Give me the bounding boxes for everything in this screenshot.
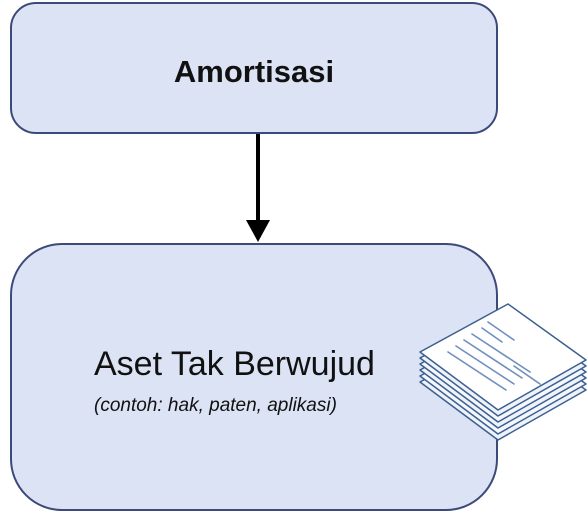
aset-example-text: (contoh: hak, paten, aplikasi) — [94, 395, 337, 416]
aset-tak-berwujud-box: Aset Tak Berwujud (contoh: hak, paten, a… — [10, 243, 498, 511]
amortisasi-box: Amortisasi — [10, 2, 498, 134]
arrow-down-icon — [246, 134, 270, 242]
document-stack-icon — [419, 303, 587, 441]
amortisasi-label: Amortisasi — [173, 54, 335, 89]
aset-tak-berwujud-title: Aset Tak Berwujud — [94, 345, 375, 383]
